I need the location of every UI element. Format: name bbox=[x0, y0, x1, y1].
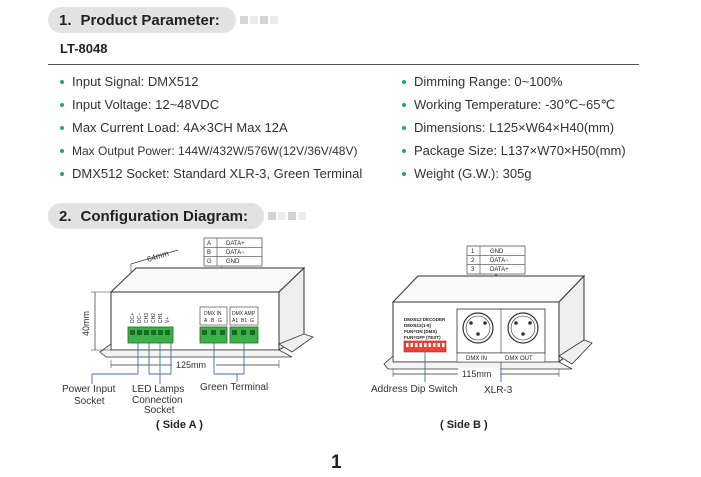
power-input-label: Power Input bbox=[62, 384, 116, 395]
table-key: G bbox=[207, 259, 212, 265]
params-right-list: Dimming Range: 0~100% Working Temperatur… bbox=[402, 70, 626, 185]
led-lamps-label: Connection bbox=[132, 395, 183, 406]
xlr-connectors: DMX IN DMX OUT bbox=[456, 308, 546, 363]
power-channel-labels: DC+ DC− CH3 CH2 CH1 V+ bbox=[130, 313, 171, 323]
section-1-header: 1. Product Parameter: bbox=[48, 7, 280, 33]
dmx-in-pin: G bbox=[218, 318, 222, 324]
power-terminal-block bbox=[127, 326, 174, 344]
power-input-label: Socket bbox=[74, 396, 105, 407]
section-2-decoration bbox=[268, 212, 308, 220]
dmx-in-label: DMX IN bbox=[466, 356, 487, 362]
side-b-xlr-table: 1 GND 2 DATA− 3 DATA+ bbox=[466, 245, 526, 275]
table-value: GND bbox=[226, 259, 240, 265]
green-terminal-label: Green Terminal bbox=[200, 382, 268, 393]
dmx-in-pin: B bbox=[211, 318, 215, 324]
dmx-amp-title: DMX AMP bbox=[232, 311, 256, 317]
param-item: Package Size: L137×W70×H50(mm) bbox=[402, 139, 626, 162]
side-a-terminal-table: A DATA+ B DATA− G GND bbox=[203, 237, 263, 267]
dmx-in-title: DMX IN bbox=[204, 311, 222, 317]
dmx-amp-pin: G bbox=[250, 318, 254, 324]
table-key: 1 bbox=[471, 249, 475, 255]
side-a-length-label: 125mm bbox=[176, 360, 206, 370]
side-a-height-label: 40mm bbox=[81, 311, 91, 336]
dmx-out-label: DMX OUT bbox=[505, 356, 533, 362]
param-item: Weight (G.W.): 305g bbox=[402, 162, 626, 185]
led-lamps-label: LED Lamps bbox=[132, 384, 184, 395]
side-b-device: 1 GND 2 DATA− 3 DATA+ DMX512 DECODER DMX… bbox=[371, 245, 593, 431]
side-a-depth-label: 64mm bbox=[146, 249, 170, 264]
led-lamps-label: Socket bbox=[144, 405, 175, 416]
section-1-title: Product Parameter: bbox=[80, 11, 220, 29]
channel-label: DC+ bbox=[130, 313, 136, 323]
section-1-pill: 1. Product Parameter: bbox=[48, 7, 236, 33]
param-item: Input Voltage: 12~48VDC bbox=[60, 93, 362, 116]
section-2-header: 2. Configuration Diagram: bbox=[48, 203, 308, 229]
address-dip-switch bbox=[403, 340, 447, 353]
param-item: Max Output Power: 144W/432W/576W(12V/36V… bbox=[60, 139, 362, 162]
channel-label: CH2 bbox=[151, 313, 157, 323]
channel-label: CH3 bbox=[144, 313, 150, 323]
panel-line: FUN=ON (DMX) bbox=[404, 329, 437, 334]
table-key: 3 bbox=[471, 267, 475, 273]
params-left-list: Input Signal: DMX512 Input Voltage: 12~4… bbox=[60, 70, 362, 185]
section-2-title: Configuration Diagram: bbox=[80, 207, 249, 225]
side-b-caption: ( Side B ) bbox=[440, 419, 488, 431]
param-item: Max Current Load: 4A×3CH Max 12A bbox=[60, 116, 362, 139]
side-a-caption: ( Side A ) bbox=[156, 419, 203, 431]
side-a-device: A DATA+ B DATA− G GND 64mm 40mm DC+ DC− … bbox=[62, 237, 314, 431]
dmx-amp-pin: A1 bbox=[232, 318, 238, 324]
table-key: B bbox=[207, 250, 211, 256]
section-2-pill: 2. Configuration Diagram: bbox=[48, 203, 265, 229]
table-value: GND bbox=[490, 249, 504, 255]
table-key: A bbox=[207, 241, 211, 247]
dmx-in-pin: A bbox=[204, 318, 208, 324]
dmx-amp-terminal: DMX AMP A1 B1 G bbox=[229, 306, 259, 344]
model-number: LT-8048 bbox=[60, 41, 108, 56]
page-number: 1 bbox=[331, 452, 342, 473]
table-value: DATA+ bbox=[226, 241, 245, 247]
side-a-callout-lines bbox=[91, 343, 245, 384]
panel-line: DMX512(1-9) bbox=[404, 323, 432, 328]
panel-line: FUN=OFF (TEST) bbox=[404, 335, 441, 340]
channel-label: DC− bbox=[137, 313, 143, 323]
param-item: Input Signal: DMX512 bbox=[60, 70, 362, 93]
param-item: DMX512 Socket: Standard XLR-3, Green Ter… bbox=[60, 162, 362, 185]
table-value: DATA+ bbox=[490, 267, 509, 273]
dmx-amp-pin: B1 bbox=[241, 318, 247, 324]
section-2-number: 2. bbox=[59, 207, 72, 225]
side-b-panel-text: DMX512 DECODER DMX512(1-9) FUN=ON (DMX) … bbox=[404, 317, 446, 340]
channel-label: V+ bbox=[165, 317, 171, 323]
xlr-label: XLR-3 bbox=[484, 385, 513, 396]
param-item: Working Temperature: -30℃~65℃ bbox=[402, 93, 626, 116]
side-b-length-label: 115mm bbox=[462, 369, 491, 379]
channel-label: CH1 bbox=[158, 313, 164, 323]
table-key: 2 bbox=[471, 258, 475, 264]
param-item: Dimming Range: 0~100% bbox=[402, 70, 626, 93]
dip-switch-label: Address Dip Switch bbox=[371, 384, 458, 395]
divider-line bbox=[48, 64, 639, 65]
table-value: DATA− bbox=[490, 258, 509, 264]
table-value: DATA− bbox=[226, 250, 245, 256]
param-item: Dimensions: L125×W64×H40(mm) bbox=[402, 116, 626, 139]
section-1-number: 1. bbox=[59, 11, 72, 29]
dmx-in-terminal: DMX IN A B G bbox=[199, 306, 228, 344]
section-1-decoration bbox=[239, 16, 280, 24]
panel-line: DMX512 DECODER bbox=[404, 317, 446, 322]
